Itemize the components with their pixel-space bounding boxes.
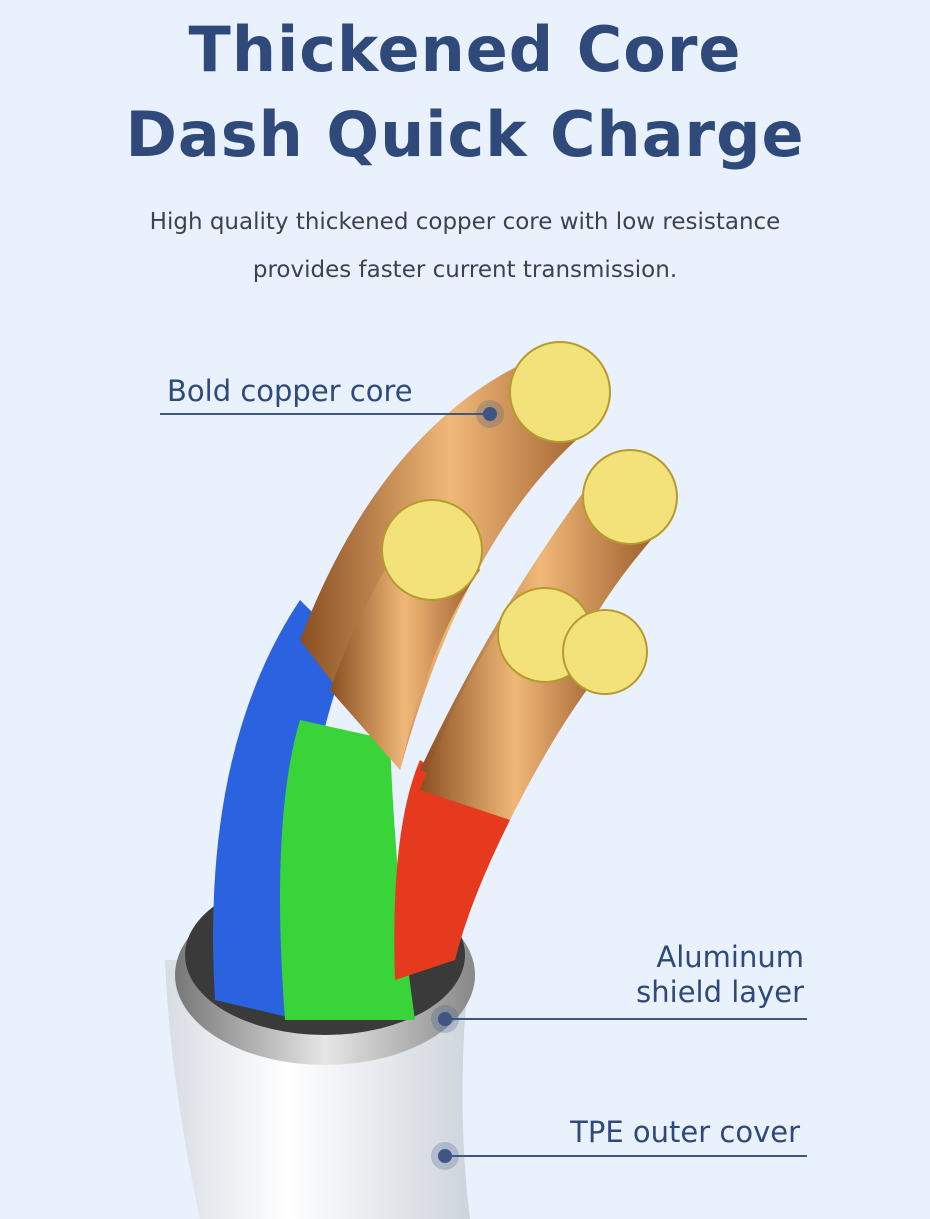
label-bold-copper-core: Bold copper core <box>167 374 413 408</box>
wire-red <box>394 760 510 980</box>
label-aluminum-line-2: shield layer <box>636 975 804 1009</box>
copper-pointer-line <box>160 413 490 415</box>
shield-pointer-line <box>445 1018 807 1020</box>
label-aluminum-line-1: Aluminum <box>656 940 804 974</box>
subtitle-line-2: provides faster current transmission. <box>252 257 678 283</box>
title-line-2: Dash Quick Charge <box>125 98 805 171</box>
cover-pointer-dot <box>438 1149 452 1163</box>
subtitle-line-1: High quality thickened copper core with … <box>149 209 781 235</box>
cover-pointer-line <box>445 1155 807 1157</box>
shield-pointer-dot <box>438 1012 452 1026</box>
label-tpe-outer-cover: TPE outer cover <box>570 1115 800 1149</box>
title-line-1: Thickened Core <box>188 13 742 86</box>
wire-green <box>280 720 415 1020</box>
copper-pointer-dot <box>483 407 497 421</box>
wire-blue <box>213 600 350 1020</box>
